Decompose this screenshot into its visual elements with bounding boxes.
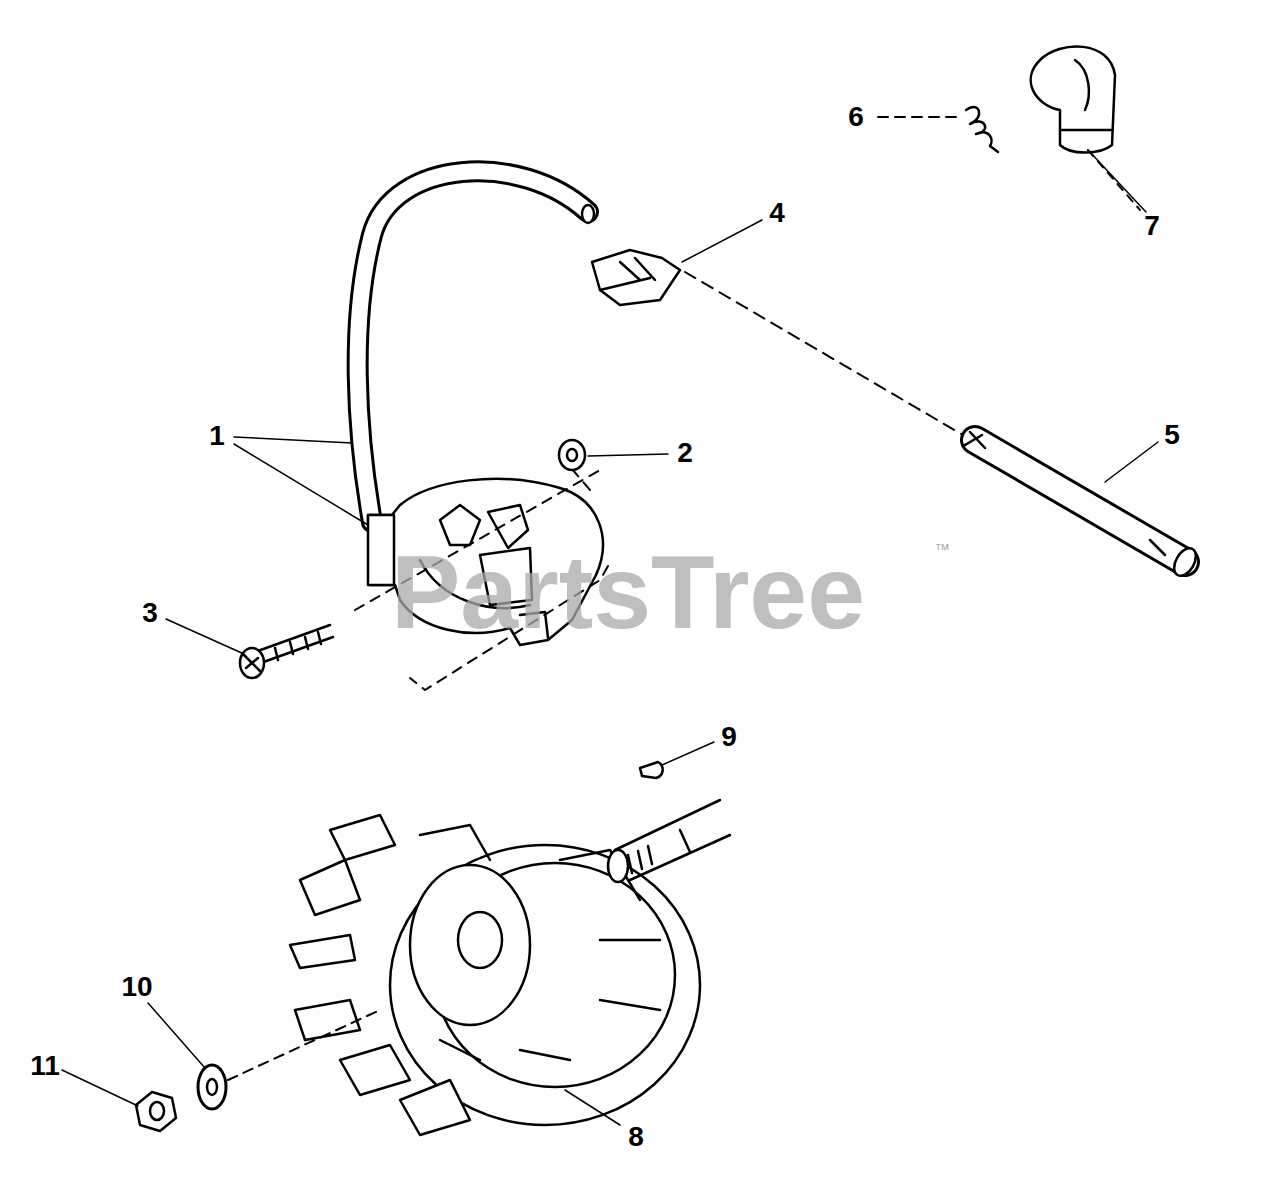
wire-end <box>582 205 594 223</box>
leader-lines <box>62 150 1158 1125</box>
callout-number: 8 <box>628 1123 644 1151</box>
callout-number: 4 <box>769 199 785 227</box>
washer-hole <box>207 1079 217 1095</box>
coil-wire-outline <box>358 171 588 522</box>
nut <box>559 440 585 470</box>
spring <box>966 107 998 152</box>
washer <box>198 1065 226 1109</box>
leader-line <box>662 742 714 765</box>
tube-end <box>1170 545 1201 580</box>
leader-line <box>234 444 368 525</box>
nut-hole <box>567 449 577 461</box>
callout-number: 9 <box>721 723 737 751</box>
callout-number: 10 <box>121 973 152 1001</box>
screw-thread <box>275 632 321 660</box>
flywheel-detail <box>420 825 660 1060</box>
nut-hole <box>150 1102 164 1120</box>
assembly-line <box>685 272 968 438</box>
callout-number: 3 <box>142 599 158 627</box>
flywheel-fin <box>290 815 470 1135</box>
callout-number: 7 <box>1144 212 1160 240</box>
callout-number: 5 <box>1164 421 1180 449</box>
leader-line <box>62 1070 138 1106</box>
callout-number: 2 <box>677 439 693 467</box>
callout-number: 11 <box>30 1052 60 1080</box>
callout-number: 1 <box>209 422 225 450</box>
screw-knurl <box>244 655 260 671</box>
assembly-line <box>228 1010 380 1080</box>
hex-nut <box>136 1092 176 1131</box>
crank-thread <box>628 830 690 873</box>
leader-line <box>565 1090 620 1125</box>
screw-head <box>240 648 264 678</box>
assembly-line <box>878 116 958 118</box>
leader-line <box>166 619 244 654</box>
watermark-trademark: ™ <box>934 542 950 558</box>
flywheel-hub <box>410 865 530 1025</box>
leader-line <box>1105 442 1158 482</box>
wire-clip <box>592 250 680 305</box>
leader-line <box>234 437 352 443</box>
tube-detail <box>965 432 1165 555</box>
woodruff-key <box>640 762 663 778</box>
leader-line <box>148 1003 205 1068</box>
crankshaft <box>615 800 730 880</box>
flywheel <box>390 845 700 1125</box>
leader-line <box>1088 150 1146 212</box>
screw-shank <box>255 625 333 664</box>
leader-line <box>682 220 762 262</box>
crank-end <box>608 850 628 882</box>
coil-boot <box>368 515 394 585</box>
spark-plug-boot <box>1031 46 1115 152</box>
boot-detail <box>1060 60 1112 130</box>
callout-number: 6 <box>848 103 864 131</box>
hub-bore <box>458 912 502 968</box>
clip-detail <box>600 258 655 290</box>
coil-wire-fill <box>358 171 588 522</box>
leader-line <box>588 454 668 456</box>
watermark: PartsTree <box>391 540 865 644</box>
